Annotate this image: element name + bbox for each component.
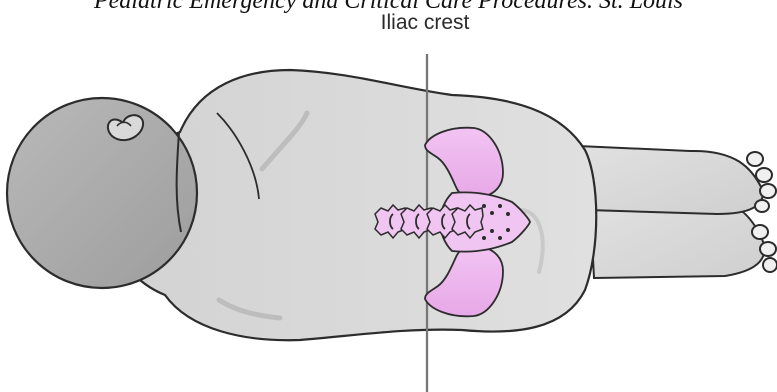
head [7,98,197,288]
upper-leg [578,146,763,214]
